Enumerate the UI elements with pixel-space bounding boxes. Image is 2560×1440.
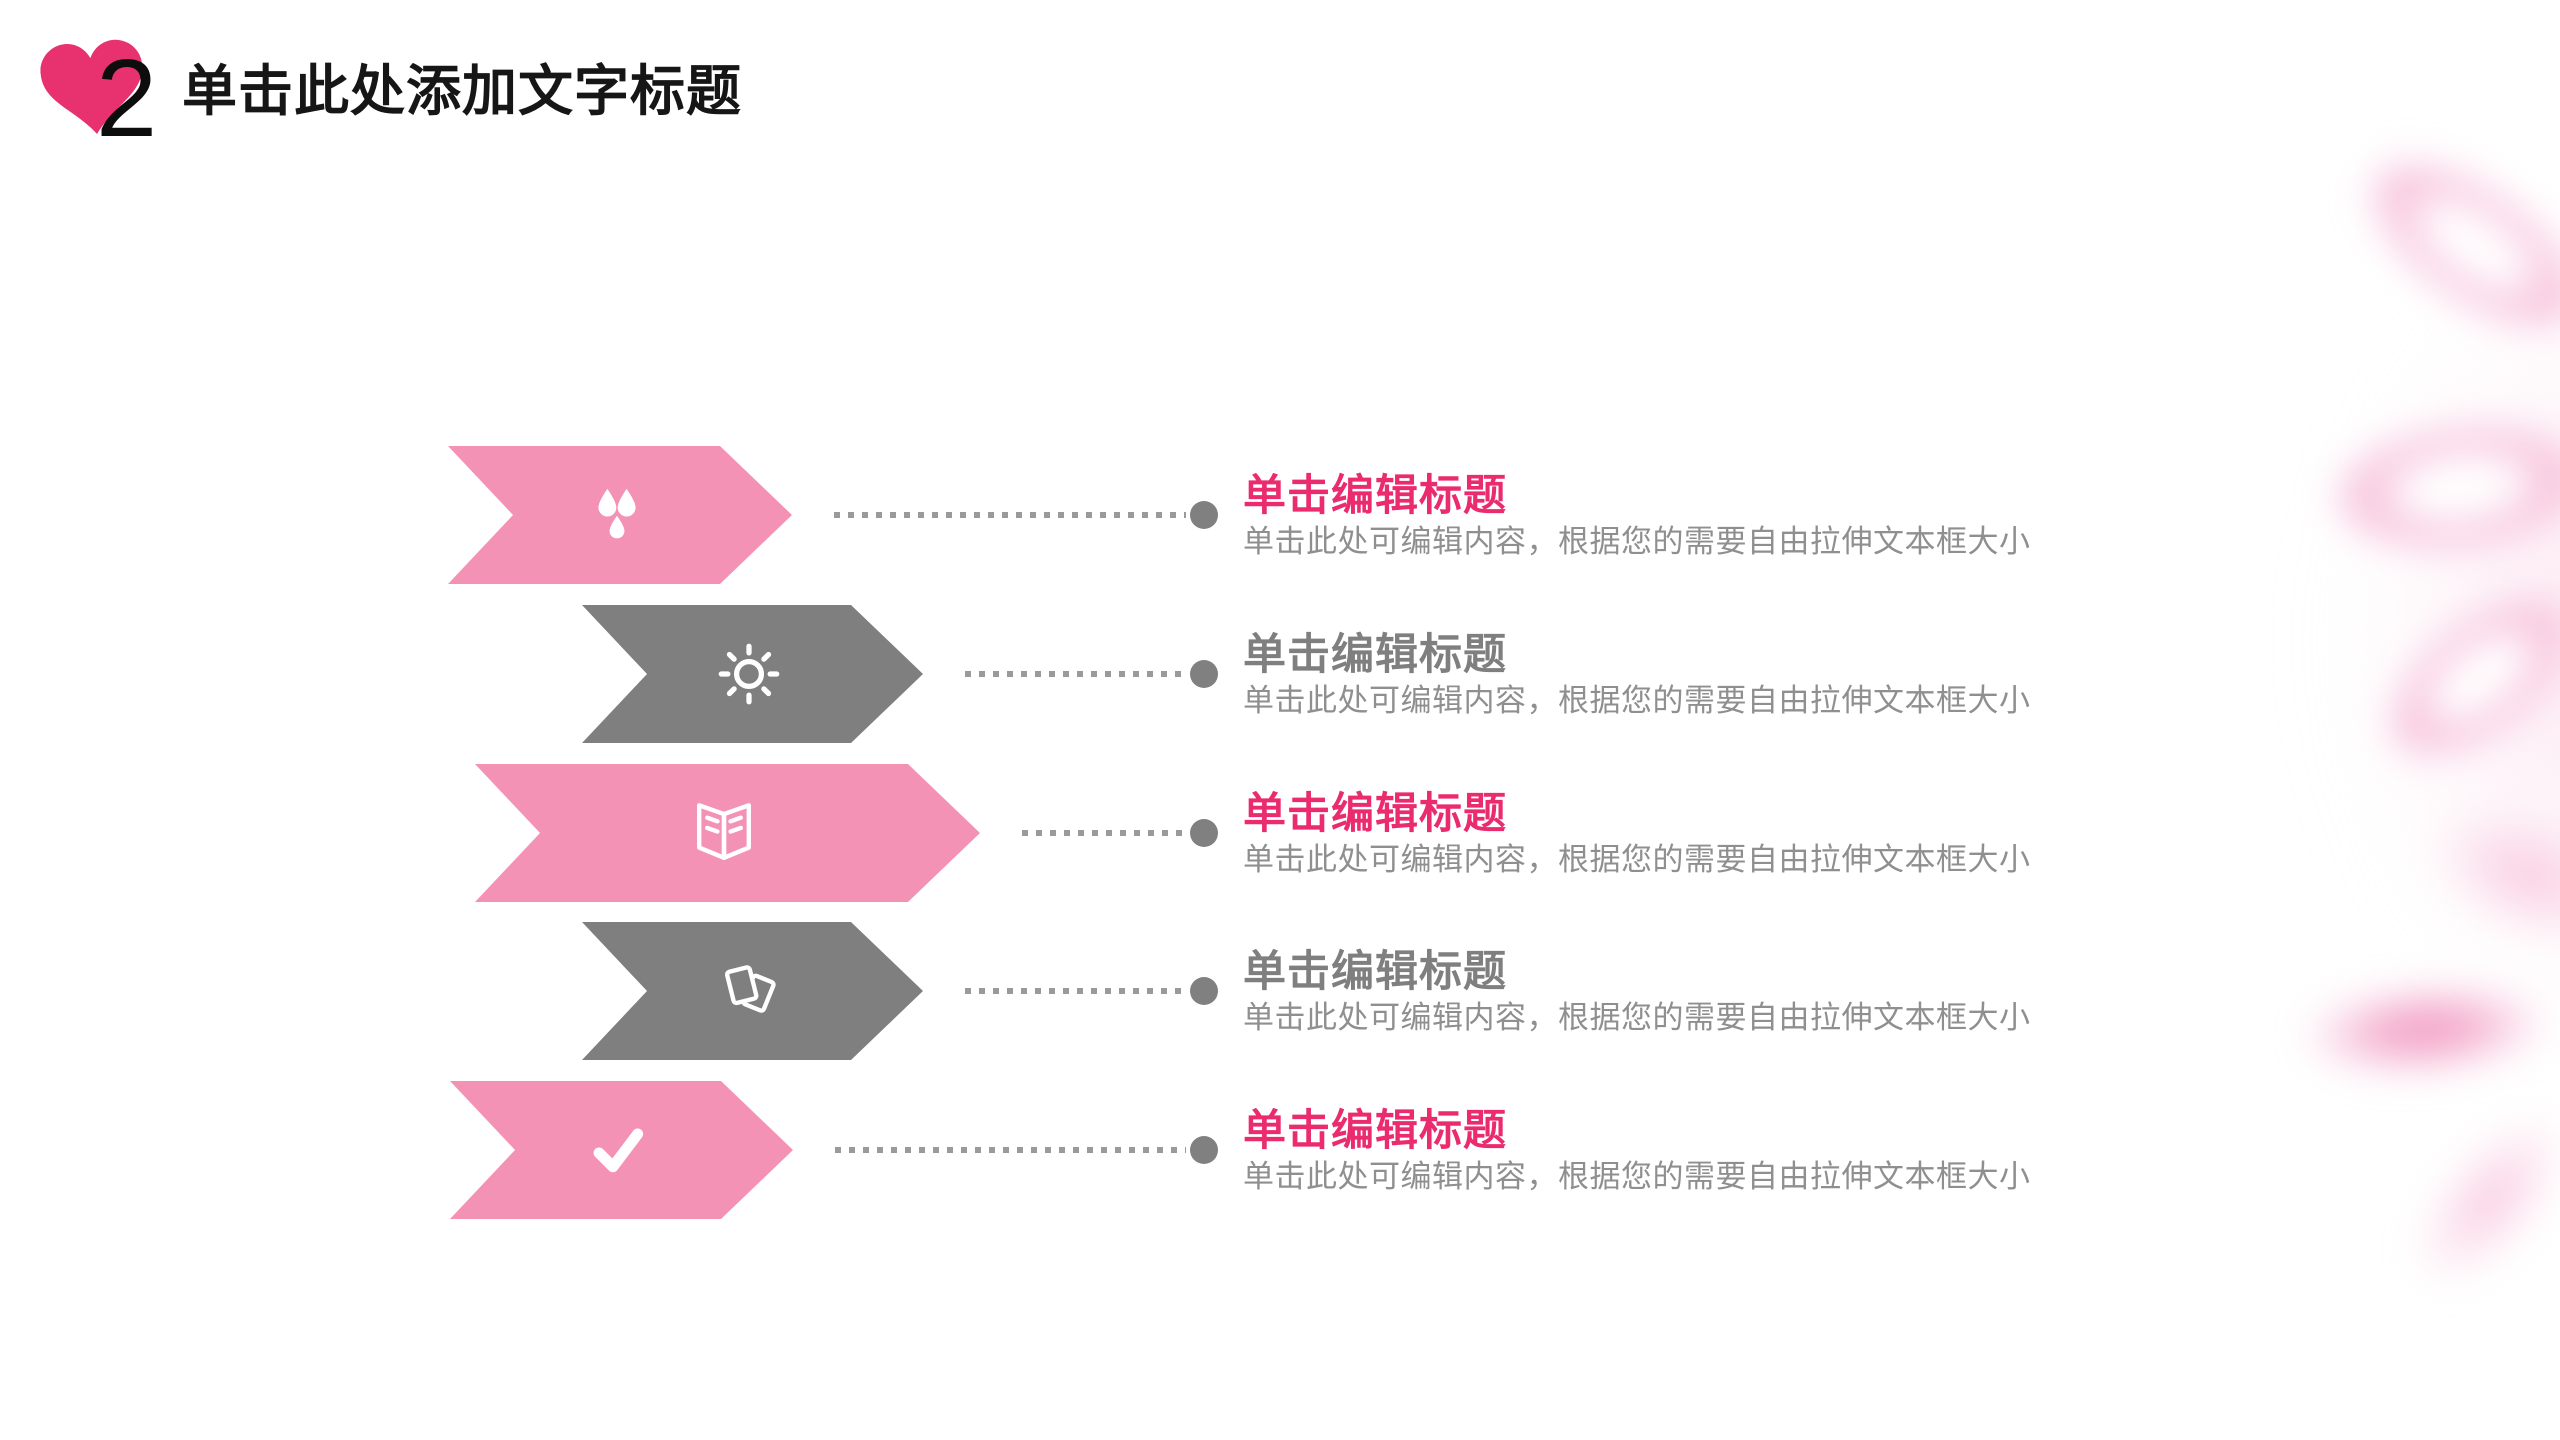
item-body[interactable]: 单击此处可编辑内容，根据您的需要自由拉伸文本框大小 [1243,524,2031,559]
item-body[interactable]: 单击此处可编辑内容，根据您的需要自由拉伸文本框大小 [1243,842,2031,877]
dotted-connector [965,671,1186,677]
item-body[interactable]: 单击此处可编辑内容，根据您的需要自由拉伸文本框大小 [1243,1159,2031,1194]
slide-title[interactable]: 单击此处添加文字标题 [182,60,743,122]
item-text: 单击编辑标题 单击此处可编辑内容，根据您的需要自由拉伸文本框大小 [1243,630,2103,719]
open-book-icon [689,798,759,868]
heart-icon [40,39,143,135]
connector-dot [1190,977,1218,1005]
dotted-connector [835,1147,1186,1153]
arrow-banner[interactable] [582,922,923,1060]
arrow-banner[interactable] [450,1081,793,1219]
item-text: 单击编辑标题 单击此处可编辑内容，根据您的需要自由拉伸文本框大小 [1243,789,2103,878]
connector-dot [1190,1136,1218,1164]
item-title[interactable]: 单击编辑标题 [1243,631,1507,679]
item-text: 单击编辑标题 单击此处可编辑内容，根据您的需要自由拉伸文本框大小 [1243,947,2103,1036]
item-title[interactable]: 单击编辑标题 [1243,472,1507,520]
connector-dot [1190,660,1218,688]
item-title[interactable]: 单击编辑标题 [1243,790,1507,838]
item-text: 单击编辑标题 单击此处可编辑内容，根据您的需要自由拉伸文本框大小 [1243,1106,2103,1195]
dotted-connector [1022,830,1186,836]
arrow-banner[interactable] [582,605,923,743]
water-drops-icon [584,482,650,548]
item-title[interactable]: 单击编辑标题 [1243,1107,1507,1155]
item-text: 单击编辑标题 单击此处可编辑内容，根据您的需要自由拉伸文本框大小 [1243,471,2103,560]
photo-cards-icon [714,956,784,1026]
arrow-banner[interactable] [448,446,792,584]
connector-dot [1190,819,1218,847]
sun-icon [714,639,784,709]
item-body[interactable]: 单击此处可编辑内容，根据您的需要自由拉伸文本框大小 [1243,683,2031,718]
item-body[interactable]: 单击此处可编辑内容，根据您的需要自由拉伸文本框大小 [1243,1000,2031,1035]
dotted-connector [965,988,1186,994]
checkmark-icon [583,1115,653,1185]
slide-header: 2 单击此处添加文字标题 [0,0,2560,180]
section-number: 2 [96,37,158,160]
connector-dot [1190,501,1218,529]
dotted-connector [834,512,1186,518]
arrow-banner[interactable] [475,764,980,902]
item-title[interactable]: 单击编辑标题 [1243,948,1507,996]
